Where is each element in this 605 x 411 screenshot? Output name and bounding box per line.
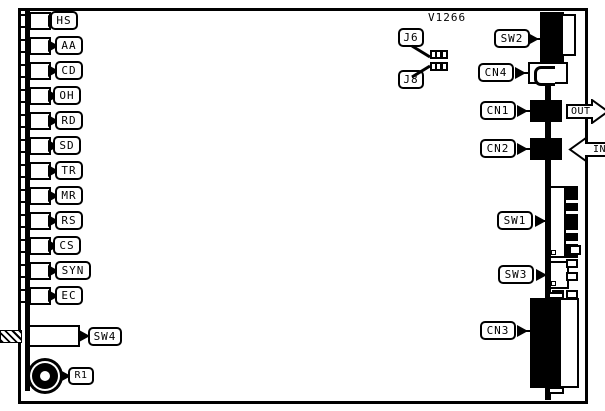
label-led-cs[interactable]: CS (53, 236, 81, 255)
label-connector-cn1[interactable]: CN1 (480, 101, 516, 120)
led-pad-rd (19, 114, 27, 128)
switch-sw1-bank[interactable] (564, 186, 578, 258)
led-pad-aa (19, 39, 27, 53)
pointer-cn3 (517, 325, 528, 337)
sw3-lead-a (566, 259, 578, 268)
pointer-cn4 (515, 67, 526, 79)
label-jumper-j6[interactable]: J6 (398, 28, 424, 47)
sw1-pin-marker (551, 250, 556, 255)
label-led-rs[interactable]: RS (55, 211, 83, 230)
led-pad-cd (19, 64, 27, 78)
board-right-bus (545, 50, 551, 400)
label-connector-cn3[interactable]: CN3 (480, 321, 516, 340)
label-component-r1[interactable]: R1 (68, 367, 94, 385)
led-pad-tr (19, 164, 27, 178)
sw1-seg-3 (566, 230, 578, 233)
pointer-cd (48, 65, 59, 77)
pointer-sw1 (535, 215, 546, 227)
sw3-pin-marker (551, 281, 556, 286)
led-pad-cs (19, 239, 27, 253)
connector-cn4-inner (534, 66, 555, 86)
label-led-tr[interactable]: TR (55, 161, 83, 180)
board-model-text: V1266 (428, 11, 467, 24)
cn3-mount-bottom (548, 387, 564, 394)
switch-sw2-lever[interactable] (563, 14, 576, 56)
led-pad-syn (19, 264, 27, 278)
pointer-ec (48, 290, 59, 302)
label-switch-sw4[interactable]: SW4 (88, 327, 122, 346)
led-pad-hs (19, 14, 27, 28)
sw1-seg-2 (566, 211, 578, 214)
port-out-label: OUT (571, 106, 591, 117)
connector-cn3-hood (559, 298, 579, 388)
jumper-block-j8[interactable] (430, 62, 448, 71)
label-led-hs[interactable]: HS (50, 11, 78, 30)
connector-cn3-body[interactable] (530, 298, 560, 388)
cn3-mount-top (548, 292, 564, 299)
port-out-marker: OUT (566, 99, 605, 124)
label-led-syn[interactable]: SYN (55, 261, 91, 280)
board-left-edge (25, 8, 30, 391)
port-in-marker: IN (568, 137, 605, 162)
pointer-sw2 (528, 33, 539, 45)
port-in-label: IN (593, 144, 605, 155)
sw1-seg-1 (566, 200, 578, 203)
label-switch-sw1[interactable]: SW1 (497, 211, 533, 230)
board-outline (18, 8, 588, 404)
pointer-rd (48, 115, 59, 127)
leader-j8 (411, 64, 431, 79)
sw4-edge-tab (0, 330, 22, 343)
label-connector-cn2[interactable]: CN2 (480, 139, 516, 158)
pointer-rs (48, 215, 59, 227)
label-led-oh[interactable]: OH (53, 86, 81, 105)
pointer-sw4 (79, 330, 90, 342)
led-pad-ec (19, 289, 27, 303)
pointer-cn2 (517, 143, 528, 155)
pointer-syn (48, 265, 59, 277)
led-pad-rs (19, 214, 27, 228)
label-led-sd[interactable]: SD (53, 136, 81, 155)
pointer-cn1 (517, 105, 528, 117)
label-led-cd[interactable]: CD (55, 61, 83, 80)
label-led-ec[interactable]: EC (55, 286, 83, 305)
leader-j6 (411, 44, 431, 59)
led-pad-oh (19, 89, 27, 103)
sw1-lead-right (569, 245, 581, 255)
connector-cn2-body[interactable] (530, 138, 562, 160)
pot-r1-shaft (40, 371, 50, 381)
jumper-block-j6[interactable] (430, 50, 448, 59)
pointer-r1 (60, 370, 71, 382)
switch-sw2-body[interactable] (540, 12, 564, 62)
pointer-aa (48, 40, 59, 52)
pointer-mr (48, 190, 59, 202)
pointer-sw3 (536, 269, 547, 281)
label-led-mr[interactable]: MR (55, 186, 83, 205)
label-connector-cn4[interactable]: CN4 (478, 63, 514, 82)
led-pad-mr (19, 189, 27, 203)
led-pad-sd (19, 139, 27, 153)
sw4-body (28, 325, 80, 347)
sw3-lead-b (566, 272, 578, 281)
connector-cn1-body[interactable] (530, 100, 562, 122)
sw1-seg-4 (566, 241, 578, 244)
pointer-tr (48, 165, 59, 177)
label-switch-sw2[interactable]: SW2 (494, 29, 530, 48)
label-led-rd[interactable]: RD (55, 111, 83, 130)
label-switch-sw3[interactable]: SW3 (498, 265, 534, 284)
label-led-aa[interactable]: AA (55, 36, 83, 55)
